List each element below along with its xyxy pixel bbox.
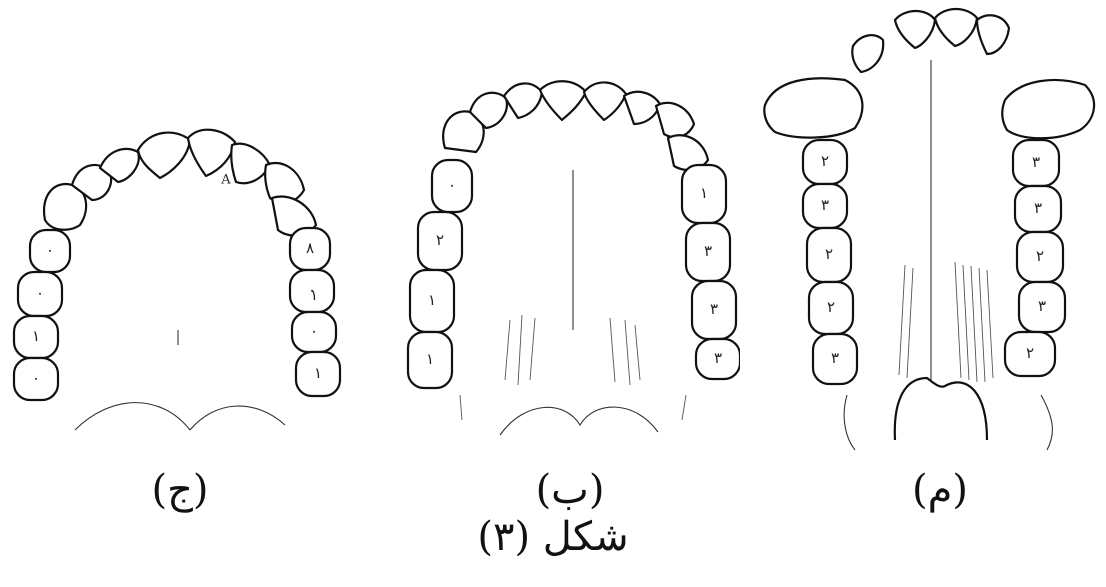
panel-a-left-molars: ٢ ٣ ٢ ٢ ٣ xyxy=(803,140,857,384)
panel-b-anterior-arch xyxy=(443,81,708,170)
tooth-mark: ٣ xyxy=(1038,297,1046,315)
panel-c: ٠ ٠ ١ ٠ A ٨ ٠ ١ ٠ ١ xyxy=(0,0,360,470)
panel-a-right-molars: ٣ ٣ ٢ ٣ ٢ xyxy=(1005,140,1065,376)
panel-c-anterior-arch: A xyxy=(44,130,316,236)
tooth-mark: ١ xyxy=(426,350,434,368)
panel-c-right-molars: ٨ ٠ ١ ٠ ١ xyxy=(290,228,340,396)
panel-a-canines xyxy=(764,78,1094,138)
panel-a-drawing: ٢ ٣ ٢ ٢ ٣ ٣ ٣ ٢ ٣ ٢ xyxy=(755,0,1106,470)
tooth-mark: ٠ xyxy=(46,241,54,259)
tooth-mark: ٠ xyxy=(32,369,40,387)
panel-c-left-molars: ٠ ٠ ١ ٠ xyxy=(14,230,70,400)
panel-a-caption: (م) xyxy=(880,470,1000,510)
tooth-mark: ٣ xyxy=(710,300,718,318)
panel-b-left-molars: ٠ ٢ ١ ١ xyxy=(408,160,472,388)
tooth-mark: ١ xyxy=(32,327,40,345)
tooth-mark: ٢ xyxy=(436,231,444,249)
panel-b-hatching xyxy=(460,315,686,420)
tooth-mark: A xyxy=(220,173,231,188)
tooth-mark: ٢ xyxy=(1036,247,1044,265)
tooth-mark: ٣ xyxy=(821,196,829,214)
tooth-mark: ٣ xyxy=(704,242,712,260)
tooth-mark: ٠ xyxy=(36,284,44,302)
tooth-mark: ١ xyxy=(428,291,436,309)
tooth-mark: ١ xyxy=(700,184,708,202)
panel-b-palate xyxy=(500,407,658,435)
tooth-mark: ١ xyxy=(314,364,322,382)
tooth-mark: ٢ xyxy=(1026,344,1034,362)
panel-c-palate-right xyxy=(190,406,285,430)
panel-b-right-molars: ١ ٣ ٣ ٣ xyxy=(682,165,740,379)
tooth-mark: ١ xyxy=(310,286,318,304)
tooth-mark: ٣ xyxy=(714,349,722,367)
panel-b: ٠ ٢ ١ ١ ١ ٣ ٣ ٣ xyxy=(390,0,740,470)
tooth-mark: ٣ xyxy=(1034,199,1042,217)
figure-title: شكل (٣) xyxy=(453,514,653,560)
panel-a-tongue xyxy=(895,378,987,440)
tooth-mark: ٢ xyxy=(821,152,829,170)
panel-b-drawing: ٠ ٢ ١ ١ ١ ٣ ٣ ٣ xyxy=(390,0,740,470)
tooth-mark: ٣ xyxy=(1032,153,1040,171)
tooth-mark: ٢ xyxy=(827,298,835,316)
panel-b-caption: (ب) xyxy=(510,470,630,510)
panel-c-drawing: ٠ ٠ ١ ٠ A ٨ ٠ ١ ٠ ١ xyxy=(0,0,360,470)
panel-c-palate-left xyxy=(75,403,190,430)
panel-a: ٢ ٣ ٢ ٢ ٣ ٣ ٣ ٢ ٣ ٢ xyxy=(755,0,1106,470)
tooth-mark: ٢ xyxy=(825,245,833,263)
tooth-mark: ٣ xyxy=(831,349,839,367)
tooth-mark: ٠ xyxy=(310,322,318,340)
tooth-mark: ٨ xyxy=(306,239,314,257)
tooth-mark: ٠ xyxy=(448,176,456,194)
panel-c-caption: (ج) xyxy=(120,470,240,510)
panel-a-hatching xyxy=(899,262,993,382)
